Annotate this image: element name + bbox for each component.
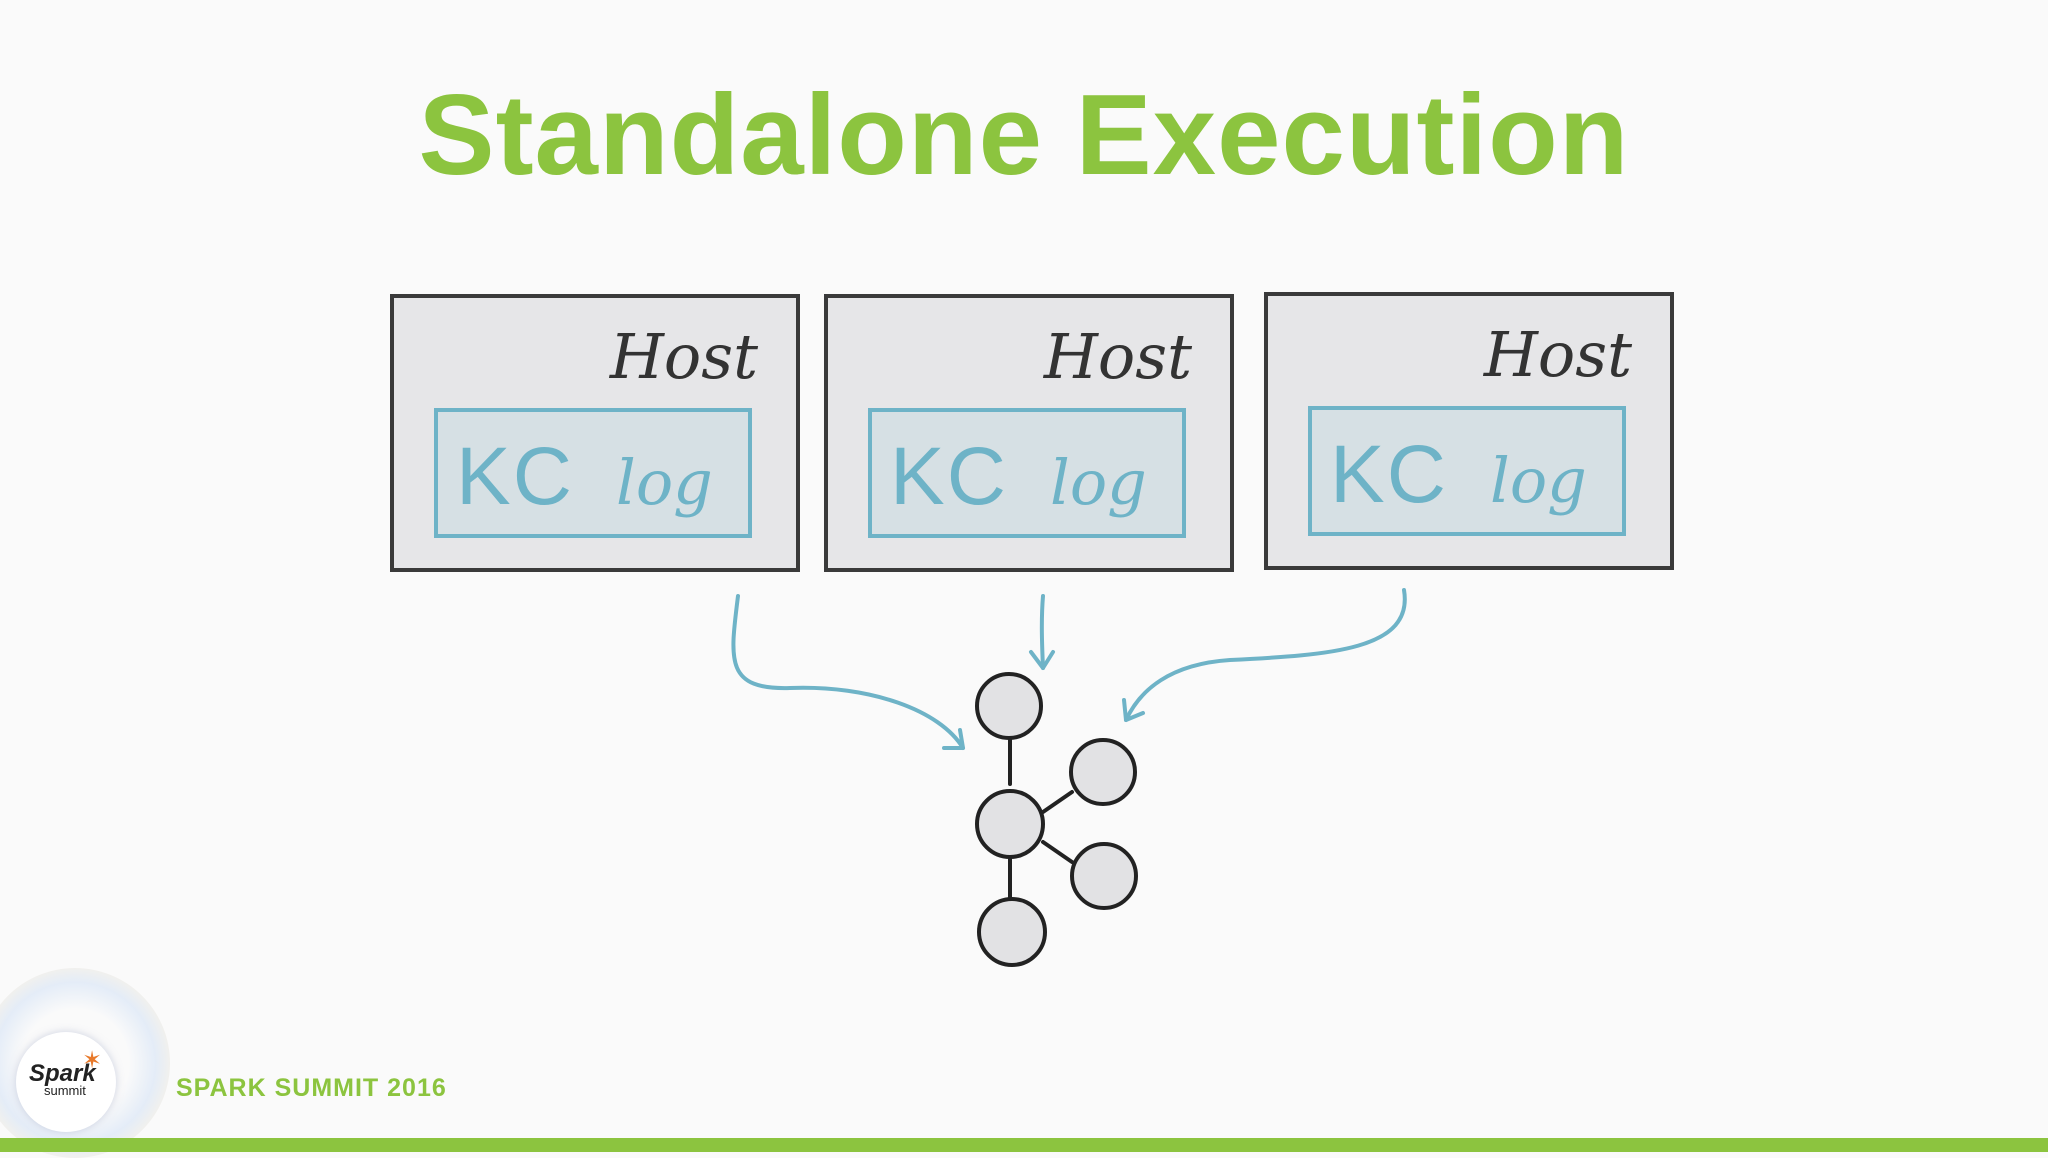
host-label: Host (609, 320, 758, 393)
kc-label: KC (1330, 429, 1448, 520)
footer-bar (0, 1138, 2048, 1152)
arrowhead-2 (1029, 650, 1055, 670)
host-box-2: Host KC log (824, 294, 1234, 572)
kc-log-box: KC log (434, 408, 752, 538)
graph-node (975, 789, 1045, 859)
graph-edge (1041, 840, 1074, 864)
log-label: log (616, 446, 713, 519)
kc-log-box: KC log (868, 408, 1186, 538)
event-name: SPARK SUMMIT 2016 (176, 1074, 447, 1102)
host-label: Host (1043, 320, 1192, 393)
kc-log-box: KC log (1308, 406, 1626, 536)
log-label: log (1490, 444, 1587, 517)
graph-edge (1041, 790, 1074, 814)
slide-title: Standalone Execution (418, 72, 1630, 199)
arrow-host3-to-graph (1124, 588, 1407, 722)
host-box-3: Host KC log (1264, 292, 1674, 570)
graph-node (977, 897, 1047, 967)
arrow-host2-to-graph (1039, 594, 1045, 670)
arrow-host1-to-graph (731, 594, 965, 750)
graph-node (1070, 842, 1138, 910)
spark-star-icon: ✶ (82, 1047, 103, 1074)
log-label: log (1050, 446, 1147, 519)
kc-label: KC (890, 431, 1008, 522)
logo-spark-text: Spark (29, 1060, 96, 1087)
kc-label: KC (456, 431, 574, 522)
graph-node (1069, 738, 1137, 806)
host-label: Host (1483, 318, 1632, 391)
summit-logo (16, 1032, 116, 1132)
logo-summit-text: summit (44, 1083, 86, 1098)
arrowhead-1 (942, 728, 965, 750)
host-box-1: Host KC log (390, 294, 800, 572)
arrowhead-3 (1122, 698, 1145, 722)
graph-node (975, 672, 1043, 740)
